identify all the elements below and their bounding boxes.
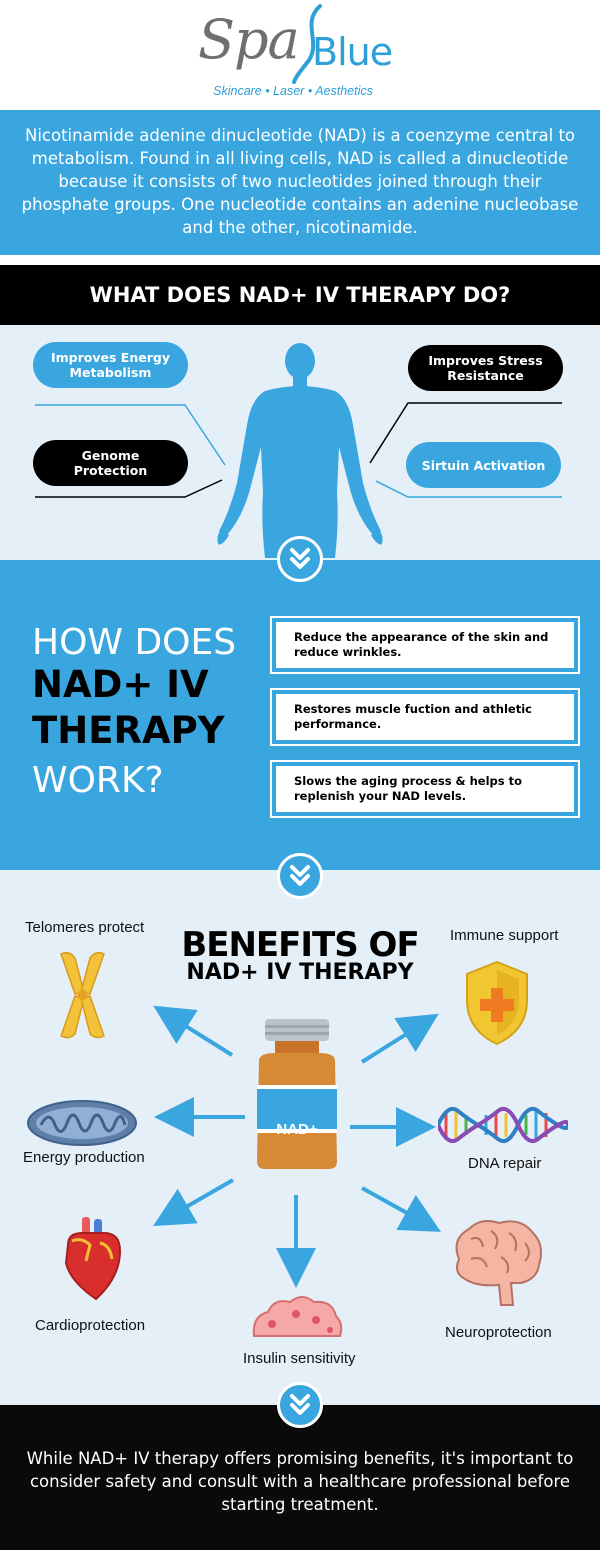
brain-icon [455, 1220, 542, 1306]
logo-spa-text: Spa [198, 8, 300, 71]
benefit-label-dna: DNA repair [468, 1155, 542, 1172]
chevron-down-icon [277, 853, 323, 899]
logo-tagline: Skincare • Laser • Aesthetics [213, 84, 373, 98]
pancreas-icon [252, 1296, 343, 1337]
how-title-line4: WORK? [32, 760, 164, 801]
how-item-text: Slows the aging process & helps to reple… [276, 766, 574, 812]
how-item-box: Slows the aging process & helps to reple… [270, 760, 580, 818]
chevron-down-icon [277, 536, 323, 582]
pill-stress-resistance: Improves Stress Resistance [408, 345, 563, 391]
chevron-down-icon [277, 1382, 323, 1428]
heart-icon [64, 1217, 122, 1301]
how-item-box: Restores muscle fuction and athletic per… [270, 688, 580, 746]
intro-text: Nicotinamide adenine dinucleotide (NAD) … [21, 126, 579, 237]
dna-icon [438, 1106, 568, 1144]
benefits-title-line2: NAD+ IV THERAPY [186, 960, 414, 985]
logo-swoosh-icon [292, 4, 322, 84]
benefit-label-insulin: Insulin sensitivity [243, 1350, 356, 1367]
connector-lines [35, 402, 562, 498]
what-title-band: WHAT DOES NAD+ IV THERAPY DO? [0, 265, 600, 325]
benefit-label-immune: Immune support [450, 927, 559, 944]
what-title: WHAT DOES NAD+ IV THERAPY DO? [89, 283, 511, 307]
footer-band: While NAD+ IV therapy offers promising b… [0, 1405, 600, 1550]
how-section: HOW DOES NAD+ IV THERAPY WORK? Reduce th… [0, 560, 600, 870]
pill-sirtuin-activation: Sirtuin Activation [406, 442, 561, 488]
footer-text: While NAD+ IV therapy offers promising b… [26, 1449, 574, 1514]
pill-genome-protection: Genome Protection [33, 440, 188, 486]
how-title-line1: HOW DOES [32, 622, 237, 663]
nad-bottle-icon [257, 1019, 337, 1169]
benefit-label-telomeres: Telomeres protect [25, 919, 145, 936]
logo-blue-text: Blue [312, 30, 393, 74]
how-item-box: Reduce the appearance of the skin and re… [270, 616, 580, 674]
shield-icon [466, 960, 528, 1046]
benefit-label-neuro: Neuroprotection [445, 1324, 552, 1341]
how-title-line2: NAD+ IV [32, 663, 209, 706]
how-item-text: Reduce the appearance of the skin and re… [276, 622, 574, 668]
intro-band: Nicotinamide adenine dinucleotide (NAD) … [0, 110, 600, 255]
how-title-line3: THERAPY [32, 709, 225, 752]
benefit-label-energy: Energy production [23, 1149, 145, 1166]
pill-energy-metabolism: Improves Energy Metabolism [33, 342, 188, 388]
how-item-text: Restores muscle fuction and athletic per… [276, 694, 574, 740]
bottle-label: NAD+ [276, 1121, 318, 1138]
mitochondria-icon [27, 1100, 137, 1146]
header: Spa Blue Skincare • Laser • Aesthetics [0, 0, 600, 110]
chromosome-icon [60, 951, 105, 1039]
benefit-arrows [153, 1005, 441, 1288]
human-body-icon [217, 343, 383, 558]
benefits-title-line1: BENEFITS OF [181, 925, 419, 965]
benefit-label-cardio: Cardioprotection [35, 1317, 146, 1334]
body-section: Improves Energy Metabolism Improves Stre… [0, 325, 600, 560]
